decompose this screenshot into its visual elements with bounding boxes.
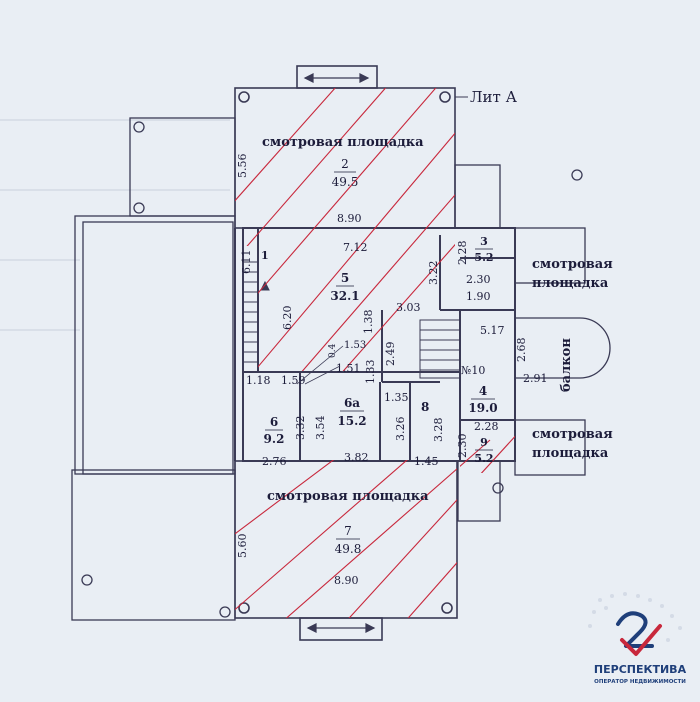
room-4-area: 19.0 — [468, 401, 497, 415]
dim-1-35: 1.35 — [384, 391, 409, 404]
stairs-room-4 — [419, 319, 461, 379]
room-7-area: 49.8 — [335, 542, 362, 556]
dim-0-4: 0.4 — [328, 343, 338, 358]
room-2-area: 49.5 — [332, 175, 359, 189]
right-structures — [454, 164, 611, 522]
room-7-number: 7 — [344, 524, 352, 538]
logo-tagline: ОПЕРАТОР НЕДВИЖИМОСТИ — [594, 679, 686, 685]
dim-1-90: 1.90 — [466, 290, 491, 303]
room-9-number: 9 — [480, 436, 488, 449]
room-6-area: 9.2 — [264, 432, 285, 446]
room-10-name: балкон — [559, 338, 574, 392]
dim-3-28: 3.28 — [432, 418, 445, 443]
left-terrace — [71, 117, 236, 621]
dim-5-17: 5.17 — [480, 324, 505, 337]
room-3-name-2: площадка — [532, 276, 609, 291]
background-artifacts — [0, 119, 230, 331]
dim-3-54: 3.54 — [314, 416, 327, 441]
room-3-area: 5.2 — [474, 251, 493, 264]
logo-mark-icon — [616, 611, 654, 648]
room-8-number: 8 — [421, 400, 429, 414]
dim-1-45: 1.45 — [414, 455, 439, 468]
dim-2-28-bot: 2.28 — [474, 420, 499, 433]
perspektiva-logo: ПЕРСПЕКТИВА ОПЕРАТОР НЕДВИЖИМОСТИ — [588, 592, 687, 685]
logo-dots — [588, 592, 682, 642]
dim-2-30-top: 2.30 — [466, 273, 491, 286]
dim-1-18: 1.18 — [246, 374, 271, 387]
stairs-room-1 — [243, 261, 270, 363]
room-9-name: смотровая — [532, 427, 613, 442]
room-4-number: 4 — [479, 384, 487, 398]
dim-1-53: 1.53 — [344, 340, 366, 351]
dim-2-91: 2.91 — [523, 372, 548, 385]
room-1-number: 1 — [261, 249, 269, 262]
dim-1-59: 1.59 — [281, 374, 306, 387]
dim-3-26: 3.26 — [394, 417, 407, 442]
dim-7-12: 7.12 — [343, 241, 368, 254]
stair-arrow-top — [303, 73, 370, 83]
dim-6-11: 6.11 — [240, 250, 253, 275]
building-walls — [234, 227, 516, 462]
dim-2-76: 2.76 — [262, 455, 287, 468]
dim-1-51: 1.51 — [336, 362, 361, 375]
dim-8-90-bottom: 8.90 — [334, 574, 359, 587]
room-7-name: смотровая площадка — [267, 489, 429, 504]
leader-0-4 — [296, 345, 344, 385]
dimension-labels: 5.56 8.90 7.12 6.11 2.28 3.22 2.30 1.90 … — [236, 154, 548, 588]
dim-2-68: 2.68 — [515, 338, 528, 363]
room-2-name: смотровая площадка — [262, 135, 424, 150]
room-5-number: 5 — [341, 271, 349, 285]
dim-3-03: 3.03 — [396, 301, 421, 314]
room-9-area: 5.2 — [474, 452, 493, 465]
room-3-number: 3 — [480, 235, 488, 248]
room-9-name-2: площадка — [532, 446, 609, 461]
dim-6-20: 6.20 — [281, 306, 294, 331]
room-6a-area: 15.2 — [337, 414, 366, 428]
dim-3-22: 3.22 — [427, 261, 440, 286]
room-3-name: смотровая — [532, 257, 613, 272]
logo-brand: ПЕРСПЕКТИВА — [594, 663, 687, 676]
room-2-number: 2 — [341, 157, 349, 171]
dim-2-30-bot: 2.30 — [456, 434, 469, 459]
dim-8-90-top: 8.90 — [337, 212, 362, 225]
room-5-area: 32.1 — [330, 289, 359, 303]
dim-1-33: 1.33 — [364, 360, 377, 385]
dim-5-56: 5.56 — [236, 154, 249, 179]
dim-3-32: 3.32 — [294, 416, 307, 441]
room-10-number: №10 — [461, 364, 485, 377]
logo-swoosh-icon — [620, 624, 662, 656]
room-6-number: 6 — [270, 415, 278, 429]
hatch-top — [235, 88, 458, 371]
room-6a-number: 6а — [344, 396, 360, 410]
dim-2-49: 2.49 — [384, 342, 397, 367]
plan-title: Лит А — [470, 88, 518, 106]
dim-2-28-top: 2.28 — [456, 241, 469, 266]
leader-1-51 — [304, 365, 341, 385]
dim-3-82: 3.82 — [344, 451, 369, 464]
dim-1-38: 1.38 — [362, 310, 375, 335]
stair-arrow-bottom — [306, 623, 376, 633]
bottom-platform — [234, 460, 458, 641]
dim-5-60: 5.60 — [236, 534, 249, 559]
